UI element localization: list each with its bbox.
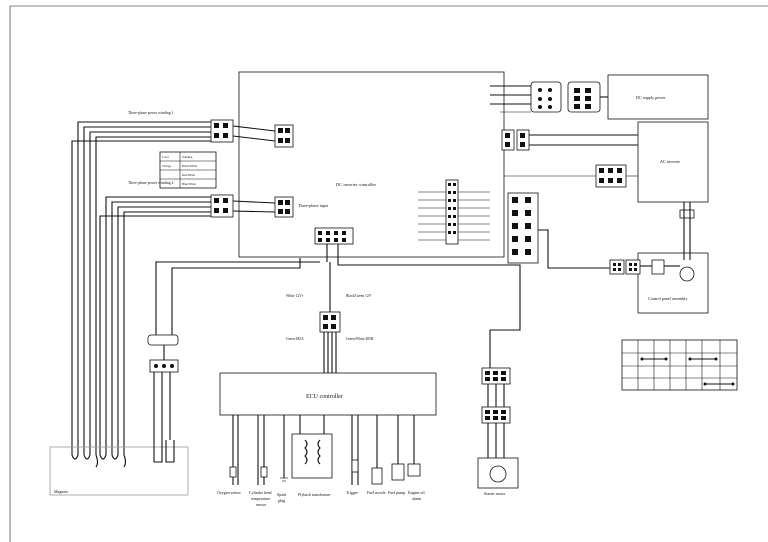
dc-supply-plug-left <box>530 81 562 113</box>
spark-plug-label-1: Spark <box>277 492 286 497</box>
svg-text:Color: Color <box>162 155 169 159</box>
winding-1-label: Three-phase power winding 1 <box>128 111 174 115</box>
controller-signal-connector <box>418 179 490 245</box>
ecu-peripherals <box>229 415 421 485</box>
fuel-nozzle-label: Fuel nozzle <box>367 490 386 495</box>
controller-connector-top <box>274 124 294 148</box>
dc-inverter-controller-box <box>238 71 505 258</box>
winding-bundle-1 <box>71 121 211 455</box>
svg-text:Voltage: Voltage <box>162 164 172 168</box>
three-phase-input-label: Three-phase input <box>298 203 329 208</box>
cylinder-head-label-3: sensor <box>256 502 267 507</box>
magneto-label: Magneto <box>54 489 68 494</box>
flyback-transformer-label: Flyback transformer <box>298 492 331 497</box>
switch-table <box>621 339 738 391</box>
winding-bundle-2 <box>99 196 211 455</box>
control-panel-connectors <box>609 209 695 282</box>
dc-supply-power-label: DC supply power <box>636 95 666 100</box>
white-12v-label: White 12V+ <box>286 294 304 298</box>
ac-inverter-box <box>637 121 709 203</box>
spark-plug-label-2: plug <box>278 498 285 503</box>
dc-supply-plug-right <box>567 81 601 113</box>
ecu-controller-label: ECU controller <box>306 394 343 400</box>
control-panel-assembly-label: Control panel assembly <box>648 296 688 301</box>
black-green-12v-label: Black/Green 12V- <box>346 294 373 298</box>
ac-inverter-connector-top <box>501 129 530 151</box>
svg-text:Winding: Winding <box>182 155 193 159</box>
signal-connector-column <box>507 192 539 264</box>
controller-power-connector <box>314 227 354 245</box>
engine-oil-alarm-label-1: Engine oil <box>408 490 425 495</box>
svg-text:Blue/White: Blue/White <box>182 182 196 186</box>
starter-connectors <box>481 367 511 424</box>
control-panel-assembly-box <box>637 252 709 314</box>
fuel-pump-label: Fuel pump <box>388 490 405 495</box>
controller-connector-bottom <box>274 196 294 218</box>
svg-text:Red/White: Red/White <box>182 173 196 177</box>
cylinder-head-label-2: temperature <box>251 496 270 501</box>
magneto-secondary-connector <box>147 334 179 373</box>
green-white-485b-label: Green/White 485B <box>346 337 374 341</box>
cylinder-head-label-1: Cylinder head <box>249 490 272 495</box>
ac-inverter-connector-mid <box>595 164 627 188</box>
svg-text:Black/White: Black/White <box>182 164 198 168</box>
winding-connector-2 <box>210 194 234 218</box>
winding-2-label: Three-phase power winding 2 <box>128 181 174 185</box>
starter-motor-box <box>477 457 519 489</box>
winding-connector-1 <box>210 119 234 143</box>
magneto-box <box>49 446 189 496</box>
oxygen-sensor-label: Oxygen sensor <box>217 490 242 495</box>
magneto-coils <box>71 440 175 468</box>
dc-inverter-controller-label: DC inverter controller <box>336 182 376 187</box>
trigger-label: Trigger <box>346 490 359 495</box>
color-legend-table: Color Winding Voltage Black/White Red/Wh… <box>159 151 217 189</box>
ecu-controller-box <box>219 372 437 416</box>
ecu-power-connector <box>319 311 341 333</box>
starter-motor-label: Starter motor <box>484 491 506 496</box>
green-485a-label: Green 485A <box>286 337 304 341</box>
engine-oil-alarm-label-2: alarm <box>412 496 422 501</box>
ac-inverter-label: AC inverter <box>660 159 680 164</box>
